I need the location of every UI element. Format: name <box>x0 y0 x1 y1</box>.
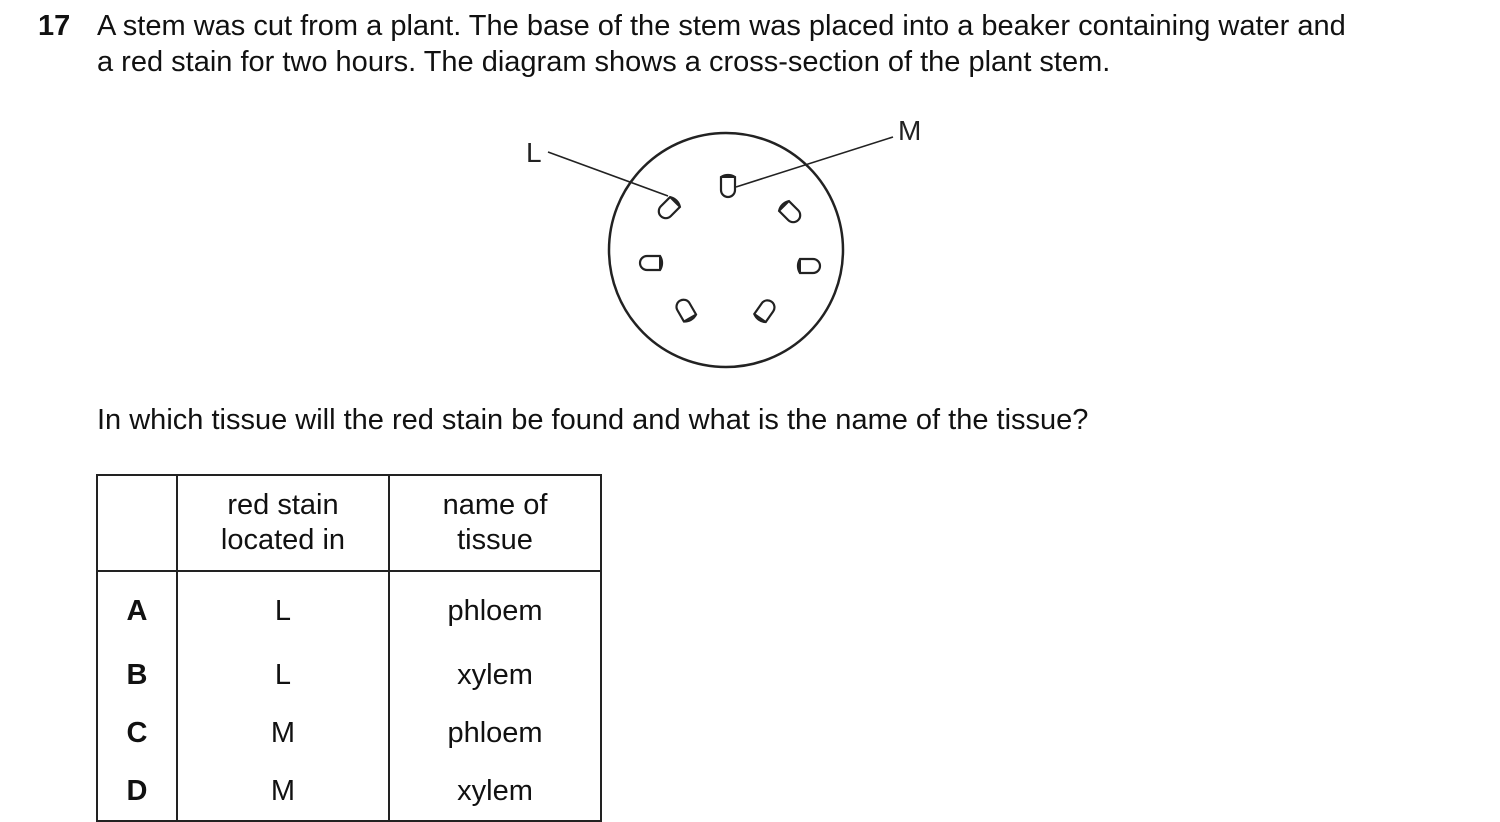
vascular-bundle <box>657 195 682 220</box>
question-stem-line-1: A stem was cut from a plant. The base of… <box>97 10 1346 42</box>
question-stem-line-2: a red stain for two hours. The diagram s… <box>97 46 1111 78</box>
option-key: A <box>96 571 178 646</box>
table-row: C M phloem <box>96 704 602 762</box>
stem-outline <box>607 131 845 369</box>
question-stem: A stem was cut from a plant. The base of… <box>97 8 1467 80</box>
vascular-bundle <box>638 254 664 272</box>
option-key: D <box>96 762 178 822</box>
vascular-bundle <box>796 257 822 275</box>
stem-cross-section-svg: L M <box>526 115 921 369</box>
table-row: B L xylem <box>96 646 602 704</box>
option-key: C <box>96 704 178 762</box>
answer-options-table: red stain located in name of tissue A L … <box>96 474 602 822</box>
option-location: M <box>176 704 390 762</box>
option-location: L <box>176 646 390 704</box>
vascular-bundle <box>675 298 698 323</box>
stem-cross-section-diagram: L M <box>500 105 960 380</box>
leader-line-L <box>547 151 669 197</box>
label-M: M <box>898 115 921 146</box>
question-number: 17 <box>38 10 71 42</box>
option-tissue: xylem <box>388 646 602 704</box>
option-location: L <box>176 571 390 646</box>
option-tissue: phloem <box>388 704 602 762</box>
vascular-bundle <box>719 173 737 199</box>
table-header-row: red stain located in name of tissue <box>96 474 602 572</box>
question-prompt: In which tissue will the red stain be fo… <box>97 404 1089 436</box>
header-key <box>96 474 178 572</box>
option-location: M <box>176 762 390 822</box>
header-tissue: name of tissue <box>388 474 602 572</box>
header-location: red stain located in <box>176 474 390 572</box>
table-row: A L phloem <box>96 571 602 646</box>
table-row: D M xylem <box>96 762 602 822</box>
vascular-bundle <box>777 199 802 224</box>
option-key: B <box>96 646 178 704</box>
vascular-bundle <box>753 299 776 324</box>
option-tissue: xylem <box>388 762 602 822</box>
label-L: L <box>526 137 542 168</box>
option-tissue: phloem <box>388 571 602 646</box>
leader-line-M <box>735 136 894 188</box>
